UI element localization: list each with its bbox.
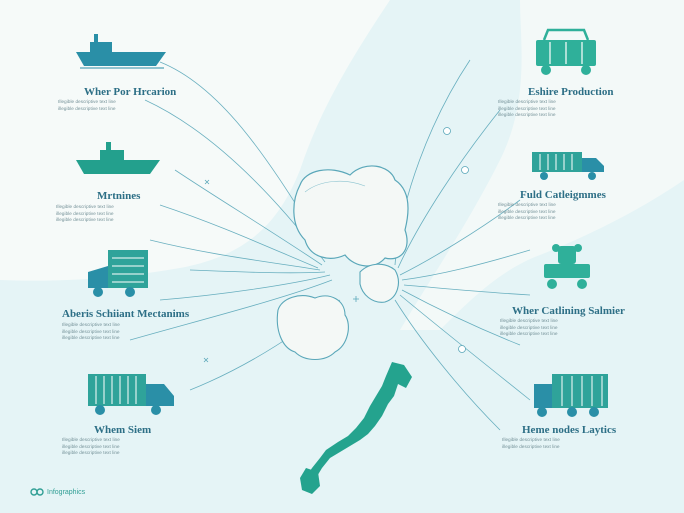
right-item-3-title: Wher Catlining Salmier bbox=[512, 305, 625, 317]
left-item-4-title: Whem Siem bbox=[94, 424, 152, 436]
cargo-ship-icon bbox=[76, 34, 166, 69]
landmass-south bbox=[276, 295, 349, 361]
left-item-1-title: Wher Por Hrcarion bbox=[84, 86, 177, 98]
sparkles bbox=[203, 179, 359, 363]
tractor-icon bbox=[544, 244, 590, 289]
cargo-trailer-icon bbox=[536, 28, 596, 75]
lorry-icon bbox=[534, 374, 608, 417]
footer-text: Infographics bbox=[47, 488, 86, 496]
landmass-north-coast bbox=[304, 180, 366, 193]
left-item-2-title: Mrtnines bbox=[97, 190, 141, 202]
footer-brand: Infographics bbox=[30, 488, 85, 496]
japan-kyushu bbox=[300, 468, 320, 494]
land-area-left bbox=[0, 0, 390, 281]
box-truck-icon bbox=[532, 152, 604, 180]
connector-lines bbox=[129, 59, 531, 431]
container-truck-icon bbox=[88, 374, 174, 415]
container-ship-icon bbox=[76, 142, 160, 174]
connector-nodes bbox=[443, 127, 469, 353]
delivery-truck-icon bbox=[88, 250, 148, 297]
right-item-4-title: Heme nodes Laytics bbox=[522, 424, 617, 436]
landmass-mid-island bbox=[359, 263, 399, 303]
left-item-3-title: Aberis Schiiant Mectanims bbox=[62, 308, 190, 320]
right-item-1-title: Eshire Production bbox=[528, 86, 614, 98]
landmass-north bbox=[293, 165, 409, 267]
logo-icon bbox=[30, 488, 44, 496]
japan-map bbox=[304, 362, 412, 486]
right-item-2-title: Fuld Catleigmmes bbox=[520, 189, 606, 201]
